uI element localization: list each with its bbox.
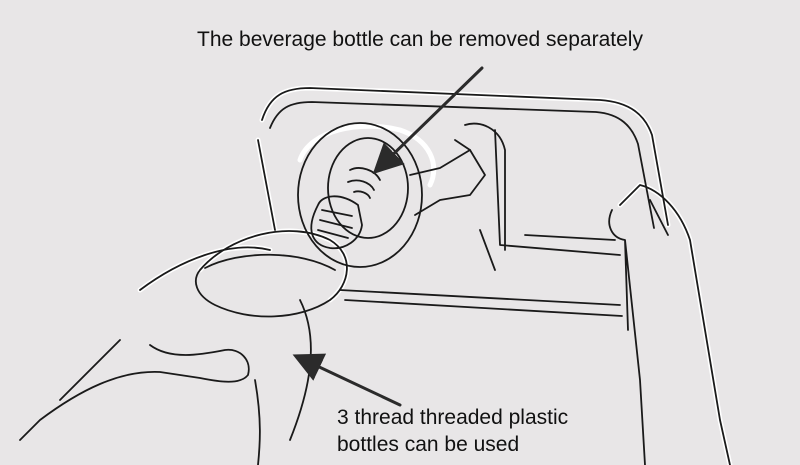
housing-inner-edge	[269, 101, 655, 229]
left-hand	[19, 246, 312, 465]
bottle-neck	[310, 195, 363, 250]
mechanical-arm	[409, 149, 486, 216]
arrow-to-bottle-holder	[372, 66, 484, 175]
housing-outer-edge	[261, 87, 669, 226]
caption-threaded-bottles: 3 thread threaded plastic bottles can be…	[337, 404, 568, 458]
right-hand	[608, 184, 731, 465]
bottle-body	[195, 230, 348, 318]
caption-line-2: bottles can be used	[337, 433, 520, 456]
caption-line-1: 3 thread threaded plastic	[337, 406, 569, 429]
arrow-to-bottle	[292, 353, 402, 407]
caption-removable-bottle: The beverage bottle can be removed separ…	[197, 28, 643, 51]
receiver-ring	[297, 122, 423, 268]
